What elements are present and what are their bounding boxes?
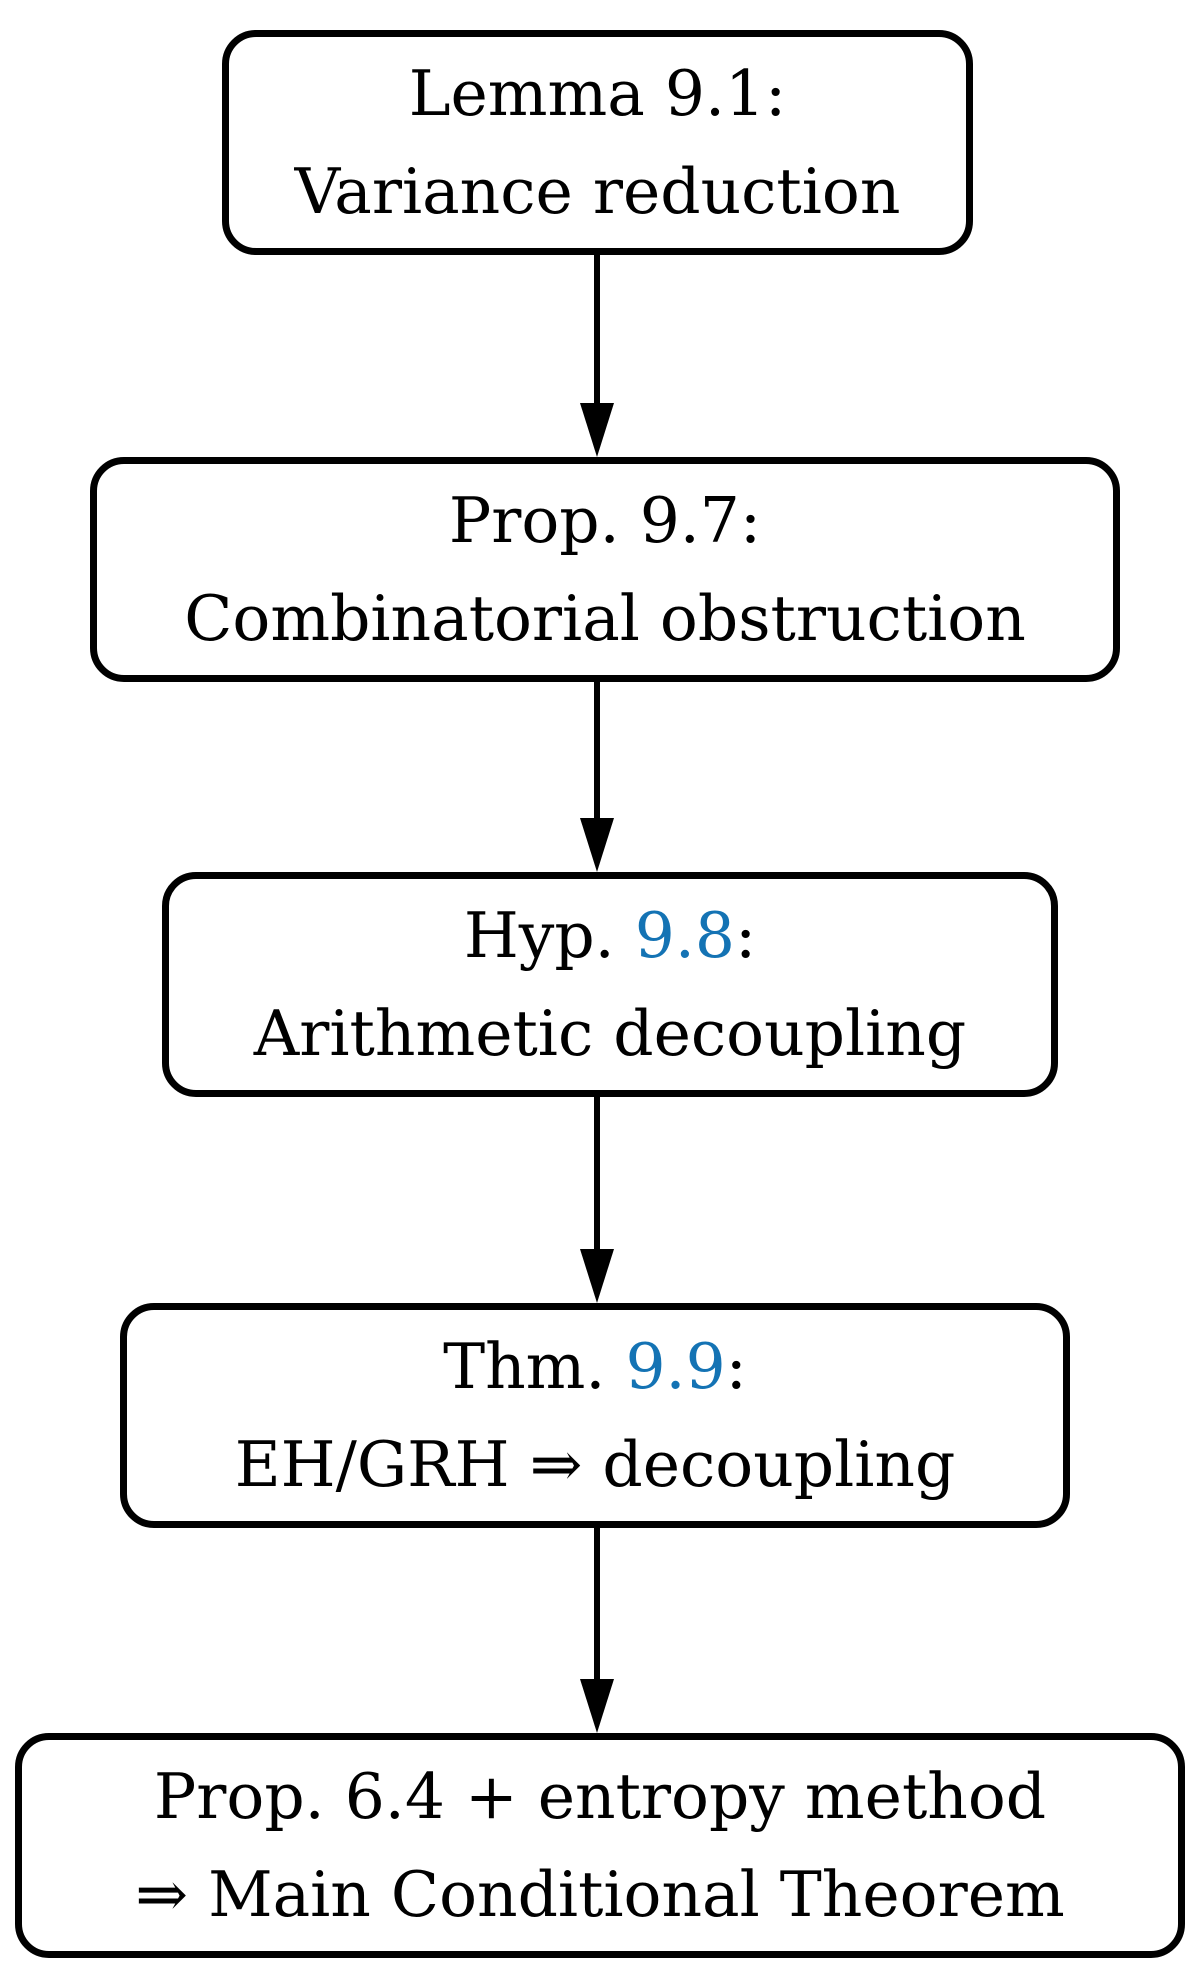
title-text: Prop. 9.7: bbox=[448, 483, 762, 557]
node-subtitle: Variance reduction bbox=[294, 154, 901, 228]
node-lemma-9-1: Lemma 9.1: Variance reduction bbox=[222, 30, 973, 255]
arrow-stem bbox=[594, 1528, 600, 1689]
node-title: Prop. 9.7: bbox=[449, 472, 761, 570]
title-text: Lemma 9.1: bbox=[408, 56, 787, 130]
arrowhead-down-icon bbox=[580, 818, 614, 872]
title-text: Prop. 6.4 + entropy method bbox=[153, 1759, 1047, 1833]
arrow-lemma-to-prop bbox=[580, 255, 614, 457]
node-hyp-9-8: Hyp. 9.8: Arithmetic decoupling bbox=[162, 872, 1058, 1097]
node-thm-9-9: Thm. 9.9: EH/GRH ⇒ decoupling bbox=[120, 1303, 1070, 1528]
title-text: Hyp. bbox=[463, 898, 635, 972]
title-colon: : bbox=[725, 1329, 747, 1403]
reference-link-9-8[interactable]: 9.8 bbox=[634, 898, 735, 972]
node-main-conditional-theorem: Prop. 6.4 + entropy method ⇒ Main Condit… bbox=[15, 1733, 1185, 1958]
node-subtitle: EH/GRH ⇒ decoupling bbox=[234, 1427, 956, 1501]
arrow-stem bbox=[594, 682, 600, 828]
arrowhead-down-icon bbox=[580, 1679, 614, 1733]
arrow-prop-to-hyp bbox=[580, 682, 614, 872]
node-subtitle: ⇒ Main Conditional Theorem bbox=[135, 1857, 1065, 1931]
arrow-thm-to-main bbox=[580, 1528, 614, 1733]
arrow-hyp-to-thm bbox=[580, 1097, 614, 1303]
title-text: Thm. bbox=[443, 1329, 626, 1403]
node-title: Lemma 9.1: bbox=[409, 45, 787, 143]
title-colon: : bbox=[734, 898, 757, 972]
arrow-stem bbox=[594, 1097, 600, 1259]
node-prop-9-7: Prop. 9.7: Combinatorial obstruction bbox=[90, 457, 1120, 682]
node-title: Hyp. 9.8: bbox=[464, 887, 756, 985]
arrow-stem bbox=[594, 255, 600, 413]
reference-link-9-9[interactable]: 9.9 bbox=[625, 1329, 726, 1403]
node-title: Prop. 6.4 + entropy method bbox=[154, 1748, 1046, 1846]
node-subtitle: Arithmetic decoupling bbox=[253, 996, 967, 1070]
arrowhead-down-icon bbox=[580, 1249, 614, 1303]
node-subtitle: Combinatorial obstruction bbox=[184, 581, 1026, 655]
node-title: Thm. 9.9: bbox=[443, 1318, 747, 1416]
arrowhead-down-icon bbox=[580, 403, 614, 457]
